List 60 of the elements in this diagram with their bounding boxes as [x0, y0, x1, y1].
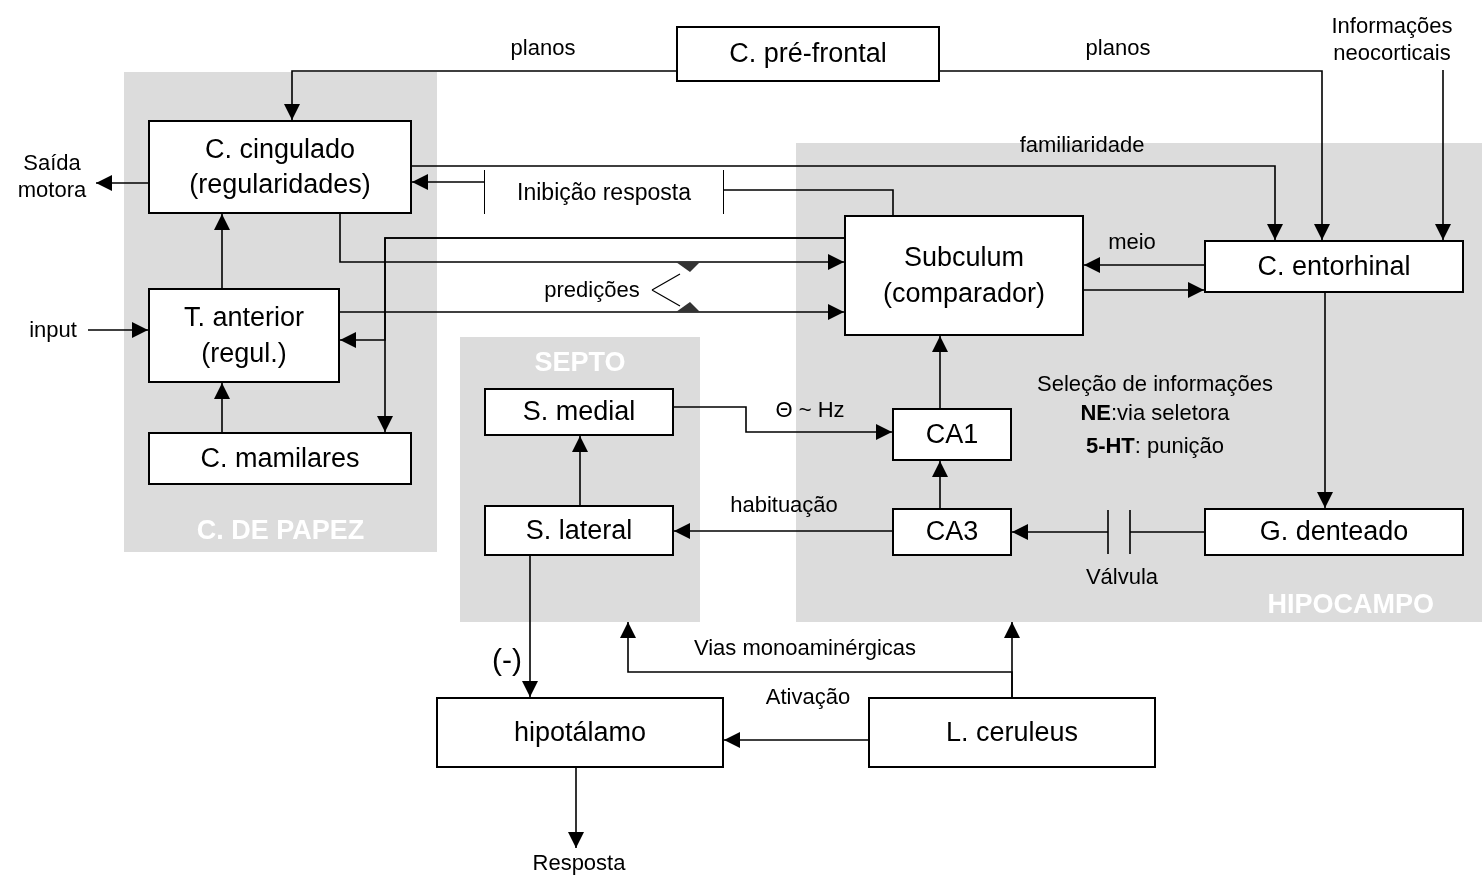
edge-label: habituação	[730, 492, 838, 518]
process-box: C. entorhinal	[1204, 240, 1464, 293]
arrow	[1004, 621, 1020, 698]
process-box: C. pré-frontal	[676, 26, 940, 82]
arrow	[673, 406, 893, 440]
edge-label: (-)	[492, 643, 522, 677]
arrow	[723, 732, 869, 748]
edge-label: planos	[510, 35, 576, 61]
edge-label: meio	[1108, 229, 1156, 255]
arrow	[1317, 292, 1333, 509]
process-box: S. lateral	[484, 505, 674, 556]
note-text: NE:via seletora	[1080, 400, 1230, 426]
arrow	[939, 70, 1330, 241]
arrow	[932, 335, 948, 409]
process-box: T. anterior (regul.)	[148, 288, 340, 383]
note-text: Seleção de informações	[1037, 371, 1273, 397]
text-label: Resposta	[516, 848, 642, 878]
process-box: hipotálamo	[436, 697, 724, 768]
edge-label: Ativação	[765, 684, 851, 710]
arrow	[214, 213, 230, 289]
arrow	[522, 555, 538, 698]
arrow	[568, 767, 584, 849]
arrow	[284, 70, 677, 121]
arrow	[932, 460, 948, 509]
arrow	[214, 382, 230, 433]
region-panel	[460, 337, 700, 622]
arrow	[1435, 69, 1451, 241]
arrow	[87, 322, 149, 338]
process-box: CA3	[892, 508, 1012, 556]
arrow	[411, 165, 1283, 241]
edge-label: Vias monoaminérgicas	[693, 635, 917, 661]
bracketed-label: Inibição resposta	[484, 170, 724, 214]
annotation-text: predições	[544, 277, 640, 303]
process-box: C. cingulado (regularidades)	[148, 120, 412, 214]
edge-label: familiaridade	[1019, 132, 1145, 158]
text-label: input	[18, 315, 88, 345]
note-text: 5-HT: punição	[1085, 433, 1225, 459]
arrow	[1083, 257, 1205, 273]
arrow	[1083, 282, 1205, 298]
process-box: G. denteado	[1204, 508, 1464, 556]
process-box: S. medial	[484, 388, 674, 436]
edge-label: planos	[1085, 35, 1151, 61]
arrow	[339, 237, 845, 348]
arrow	[339, 213, 845, 270]
process-box: Subculum (comparador)	[844, 215, 1084, 336]
process-box: L. ceruleus	[868, 697, 1156, 768]
arrow	[411, 174, 485, 190]
arrow	[572, 435, 588, 506]
region-panel	[124, 72, 437, 552]
process-box: C. mamilares	[148, 432, 412, 485]
process-box: CA1	[892, 408, 1012, 461]
arrow	[339, 304, 845, 320]
arrow	[673, 523, 893, 539]
edge-label: Θ ~ Hz	[775, 397, 845, 423]
arrow	[1011, 509, 1205, 555]
arrow	[95, 175, 149, 191]
text-label: Informações neocorticais	[1312, 8, 1472, 70]
connector-line	[723, 189, 894, 216]
text-label: Saída motora	[8, 146, 96, 206]
edge-label: Válvula	[1085, 564, 1159, 590]
